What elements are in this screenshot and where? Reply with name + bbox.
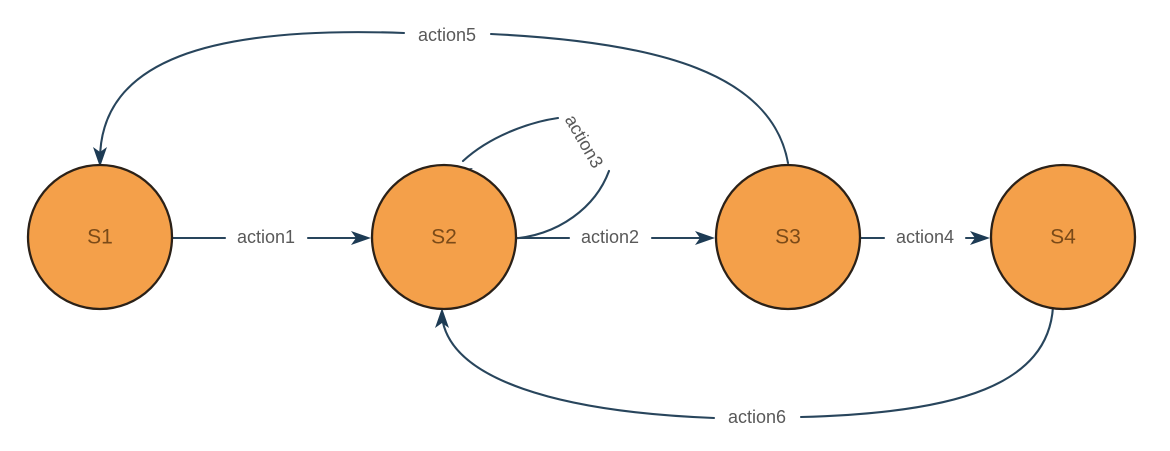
state-label-s1: S1 [87,226,113,249]
edge-label-action4: action4 [896,227,954,247]
state-node-s2[interactable]: S2 [370,163,518,311]
arrowhead-action4 [970,231,990,245]
state-node-s3[interactable]: S3 [714,163,862,311]
edge-action3-path-start [507,169,611,241]
state-node-s4[interactable]: S4 [989,163,1137,311]
state-label-s4: S4 [1050,226,1076,249]
arrowhead-action1 [351,231,371,245]
arrowhead-action6 [435,308,449,328]
state-circle-s4[interactable] [989,163,1137,311]
transition-action2: action2 [514,227,715,247]
transition-action5: action5 [93,25,790,167]
transition-action1: action1 [171,227,371,247]
edge-action3-path-end [461,116,560,163]
state-node-s1[interactable]: S1 [26,163,174,311]
state-circle-s2[interactable] [370,163,518,311]
edge-label-action6: action6 [728,407,786,427]
state-label-s3: S3 [775,226,801,249]
state-label-s2: S2 [431,226,457,249]
edge-action5-path-right [489,32,790,165]
transition-action6: action6 [435,305,1055,427]
arrowhead-action2 [695,231,715,245]
state-circle-s3[interactable] [714,163,862,311]
edge-label-action1: action1 [237,227,295,247]
edge-action5-path-left [98,31,406,162]
edge-label-action3: action3 [561,111,607,171]
edge-action6-path-left [440,315,716,420]
edge-action6-path-right [799,305,1055,419]
arrowhead-action5 [93,147,107,167]
edge-label-action2: action2 [581,227,639,247]
transition-action4: action4 [858,227,990,247]
edge-label-action5: action5 [418,25,476,45]
state-circle-s1[interactable] [26,163,174,311]
